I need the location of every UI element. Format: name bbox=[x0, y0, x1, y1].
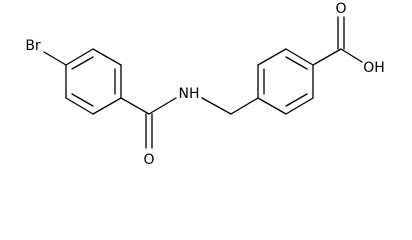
double-bond-ring2-3 bbox=[285, 93, 308, 107]
bromophenyl-ring bbox=[65, 48, 122, 115]
bond-ring2-b bbox=[257, 48, 287, 66]
bond-carbonyl-n bbox=[148, 97, 177, 115]
bond-ring2-e bbox=[285, 97, 314, 115]
bond-ring2-c bbox=[285, 48, 314, 66]
bond-ring2-carboxyl bbox=[312, 48, 342, 66]
bond-n-ch2 bbox=[201, 97, 232, 115]
bond-ch2-ring2 bbox=[230, 97, 259, 115]
bond-ring1-e bbox=[65, 97, 94, 115]
acid-hydroxyl-label: OH bbox=[363, 60, 385, 76]
bond-c-br bbox=[43, 51, 67, 66]
double-bond-ring1-1 bbox=[71, 56, 94, 70]
double-bond-ring2-2 bbox=[285, 56, 308, 70]
structure-diagram: Br NH O O OH bbox=[25, 1, 385, 168]
bromine-label: Br bbox=[25, 38, 41, 54]
bond-ring1-d bbox=[92, 97, 122, 115]
bond-ring1-carbonyl bbox=[120, 97, 150, 115]
carboxyphenyl-ring bbox=[257, 48, 314, 115]
amide-nh-label: NH bbox=[179, 86, 200, 102]
carbonyl-oxygen-label: O bbox=[143, 152, 154, 168]
bond-ring1-b bbox=[92, 48, 122, 66]
bond-carboxyl-oh bbox=[340, 48, 363, 63]
acid-oxygen-label: O bbox=[335, 1, 346, 17]
double-bond-ring1-3 bbox=[71, 93, 94, 107]
bond-ring1-a bbox=[65, 48, 94, 66]
bond-ring2-f bbox=[257, 97, 287, 115]
